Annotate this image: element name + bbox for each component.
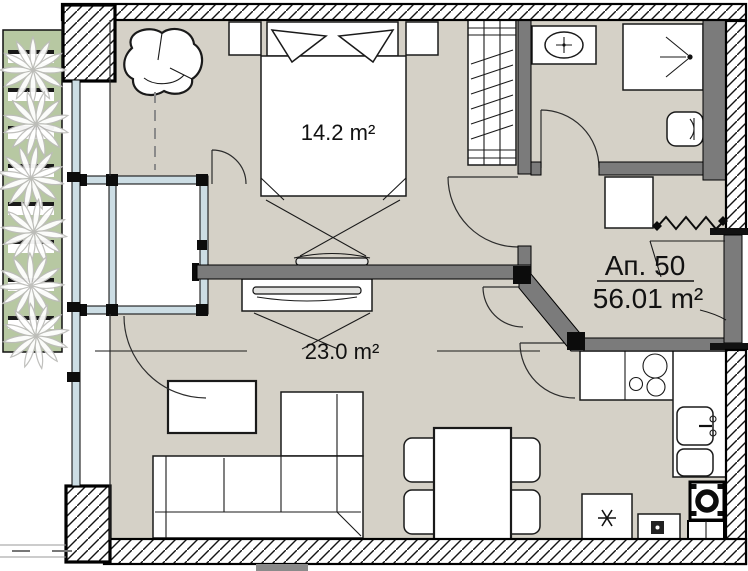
pillow-left <box>270 29 328 64</box>
tv-cabinet <box>241 278 373 312</box>
fridge <box>581 493 633 544</box>
shaft-box <box>604 176 654 229</box>
wall-niche-cap-bottom <box>710 343 748 350</box>
wall-bath-stub <box>530 161 542 176</box>
doors <box>123 109 600 399</box>
living-room-area-label: 23.0 m² <box>305 339 380 364</box>
window-band <box>71 79 81 487</box>
wall-bedroom-living <box>196 264 532 280</box>
tv-living-icon <box>252 286 362 295</box>
shower-head-icon <box>687 54 693 60</box>
wall-right-upper <box>724 19 748 234</box>
bedroom-door <box>447 176 519 248</box>
outer-walls <box>60 2 748 571</box>
pilaster-bottom <box>256 564 308 571</box>
area-leader-curve <box>699 309 727 321</box>
kitchen-fixtures <box>579 350 727 544</box>
bathroom-fixtures <box>531 23 704 229</box>
bathroom-sink <box>531 25 597 65</box>
wall-kitchen-hall <box>575 337 727 352</box>
corner-sofa <box>152 391 364 539</box>
snowflake-icon <box>598 509 616 527</box>
living-room-furniture <box>95 278 541 544</box>
burner-icon <box>646 377 666 397</box>
glazing-rail-inner <box>108 175 117 315</box>
break-zigzag-icon <box>652 215 728 231</box>
toilet <box>666 111 704 147</box>
armchair <box>123 27 204 96</box>
window-mullion <box>67 302 80 312</box>
bedroom-furniture <box>123 19 517 257</box>
washer-drum-icon <box>695 489 719 513</box>
wall-bathroom-right-lining <box>702 19 727 181</box>
shower <box>622 23 704 91</box>
partition-walls <box>192 19 727 352</box>
pillow-right <box>337 29 395 64</box>
balcony-door-bedroom <box>211 149 247 185</box>
washing-machine <box>687 480 726 542</box>
tv-bedroom-icon <box>295 257 369 266</box>
bathroom-door <box>540 109 600 169</box>
window-mullion <box>67 372 80 382</box>
bedroom-area-label: 14.2 m² <box>301 120 376 145</box>
wall-bedroom-hall-upper <box>517 19 532 175</box>
double-bed <box>260 21 407 201</box>
glazing-rail-top <box>78 175 209 185</box>
annotations <box>0 92 728 558</box>
kitchen-sink-counter <box>672 350 727 478</box>
kitchen-counter-cooktop <box>579 350 675 401</box>
planter-strip <box>0 29 84 384</box>
hall-door-upper <box>482 286 524 328</box>
living-area-leader-lines <box>95 312 540 352</box>
hanger-rail-icon <box>470 49 514 140</box>
coffee-table <box>166 379 258 435</box>
balcony-door-living <box>123 315 207 399</box>
wall-niche-cap-top <box>710 228 748 235</box>
wall-top <box>60 2 748 22</box>
labels: 14.2 m² 23.0 m² Ап. 50 56.01 m² <box>301 120 704 364</box>
burner-icon <box>628 376 644 392</box>
column-bottom-left <box>64 484 112 564</box>
wall-right-lower <box>724 348 748 566</box>
column-top-left <box>61 3 117 83</box>
facade-window <box>67 79 81 487</box>
balcony-box-floor <box>106 176 202 314</box>
drainboard <box>676 448 714 477</box>
apartment-total-area-label: 56.01 m² <box>593 283 704 314</box>
window-mullion <box>67 172 80 182</box>
kitchen-sink <box>676 406 714 446</box>
bedroom-tv-leader-lines <box>265 199 401 257</box>
dining-set <box>403 426 541 544</box>
apartment-number-label: Ап. 50 <box>605 250 686 281</box>
wall-niche <box>723 234 743 344</box>
wall-bottom <box>102 537 748 566</box>
dining-table <box>432 426 513 544</box>
wall-tv-bedroom <box>293 253 371 266</box>
wardrobe <box>467 19 517 166</box>
wall-bathroom-bottom <box>598 161 713 176</box>
nightstand-right <box>405 21 439 56</box>
slab-edge-lines <box>0 544 66 558</box>
nightstand-left <box>228 21 262 56</box>
apartment-leader-lines <box>649 240 725 278</box>
glazing-rail-bottom <box>78 305 209 315</box>
